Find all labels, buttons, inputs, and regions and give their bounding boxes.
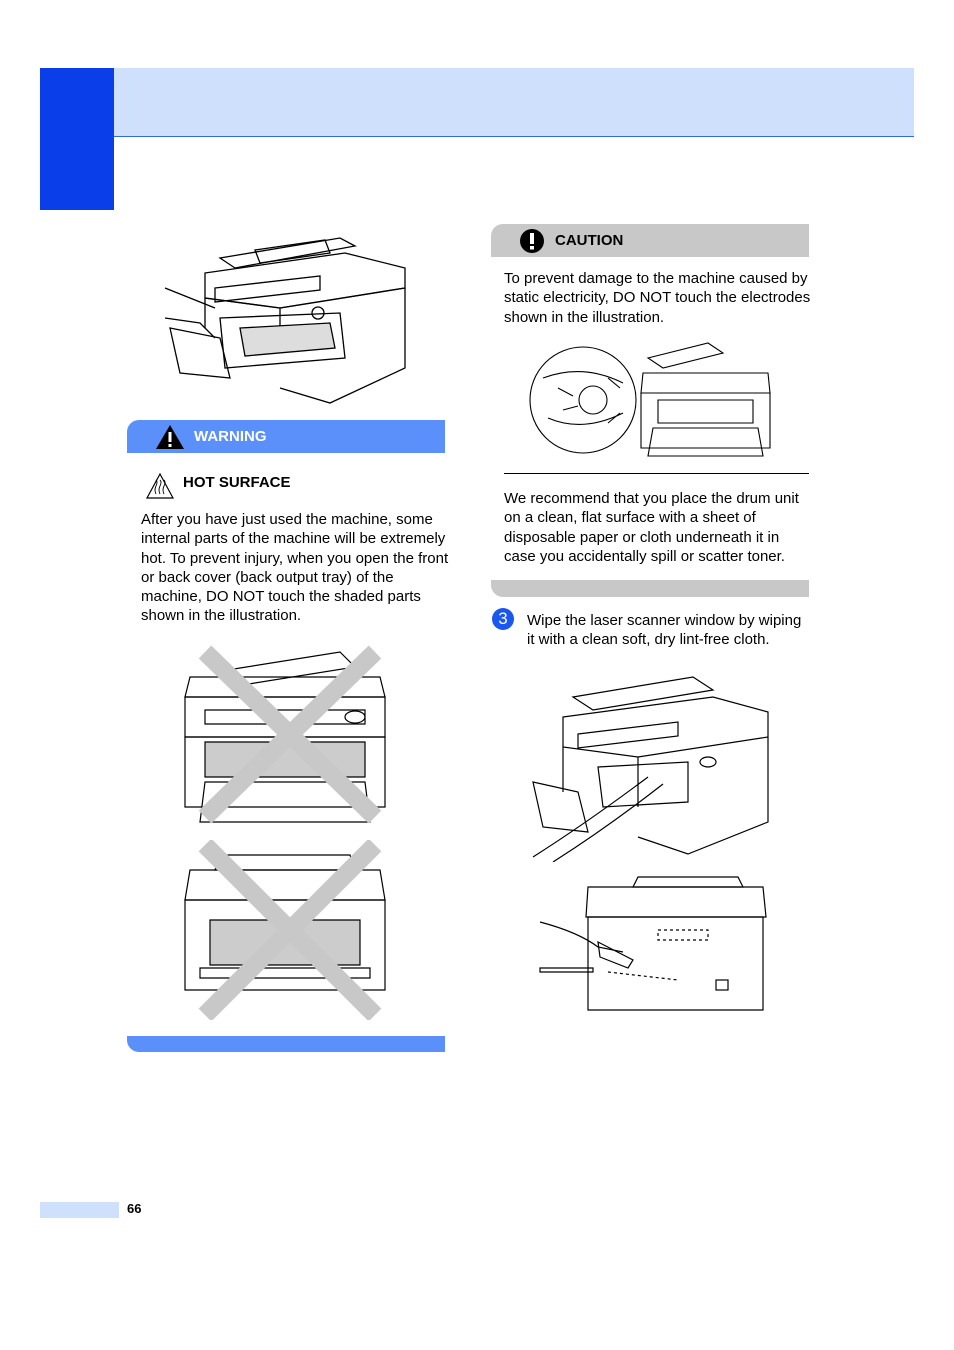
side-view-illustration (538, 872, 773, 1014)
caution-icon (520, 229, 544, 253)
electrodes-illustration (528, 338, 773, 460)
footer-band (40, 1202, 119, 1218)
hot-surface-label: HOT SURFACE (183, 474, 291, 491)
warning-footer-bar (127, 1036, 445, 1052)
chapter-tab (40, 68, 114, 210)
page-number: 66 (127, 1201, 142, 1216)
warning-label: WARNING (194, 428, 267, 445)
warning-text: After you have just used the machine, so… (141, 511, 449, 625)
note-text: We recommend that you place the drum uni… (504, 490, 799, 565)
warning-header: WARNING (127, 420, 445, 453)
caution-text: To prevent damage to the machine caused … (504, 270, 811, 326)
front-cover-hot-parts-illustration (180, 642, 390, 827)
step-number: 3 (492, 608, 514, 630)
caution-footer-bar (491, 580, 809, 597)
caution-divider (504, 473, 809, 474)
warning-icon (156, 425, 184, 449)
caution-header: CAUTION (491, 224, 809, 257)
back-cover-hot-parts-illustration (180, 840, 390, 1020)
wipe-scanner-illustration (528, 672, 773, 862)
caution-label: CAUTION (555, 232, 624, 249)
header-band (114, 68, 914, 137)
hot-surface-icon (145, 472, 175, 499)
drum-removal-illustration (160, 228, 410, 408)
step-text: Wipe the laser scanner window by wiping … (527, 612, 802, 649)
